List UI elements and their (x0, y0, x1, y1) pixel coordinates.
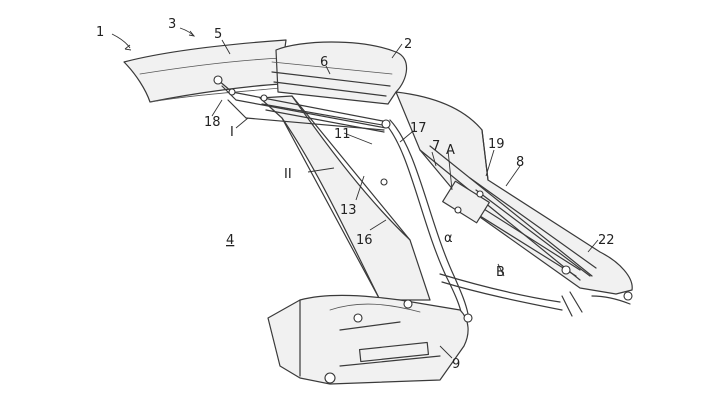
lower-linkage (439, 273, 631, 317)
label-alpha: α (444, 231, 453, 246)
base-mount (267, 294, 469, 385)
label-II: II (284, 167, 292, 182)
label-5: 5 (214, 27, 222, 42)
label-3: 3 (168, 17, 176, 32)
label-4: 4 (226, 233, 234, 248)
label-22: 22 (598, 233, 615, 248)
label-6: 6 (320, 55, 328, 70)
label-19: 19 (488, 137, 505, 152)
label-7: 7 (432, 139, 440, 154)
label-13: 13 (340, 203, 357, 218)
label-1: 1 (96, 25, 104, 40)
label-8: 8 (516, 155, 524, 170)
pivot-pins (213, 75, 633, 384)
hydraulic-cylinder (442, 180, 581, 277)
label-17: 17 (410, 121, 427, 136)
leader-lines (111, 27, 599, 359)
label-I: I (230, 125, 234, 140)
label-11: 11 (334, 127, 351, 142)
reference-labels: 1 2 3 4 5 6 7 8 9 11 13 16 17 18 19 22 I… (96, 17, 615, 372)
right-frame (395, 91, 633, 295)
label-2: 2 (404, 37, 412, 52)
label-A: A (446, 143, 455, 158)
loader-arm (259, 95, 431, 301)
hydraulic-line (383, 119, 469, 317)
upper-bracket (271, 41, 408, 105)
label-18: 18 (204, 115, 221, 130)
label-16: 16 (356, 233, 373, 248)
label-B: B (496, 265, 505, 280)
tool-attachment (123, 39, 287, 103)
label-9: 9 (452, 357, 460, 372)
